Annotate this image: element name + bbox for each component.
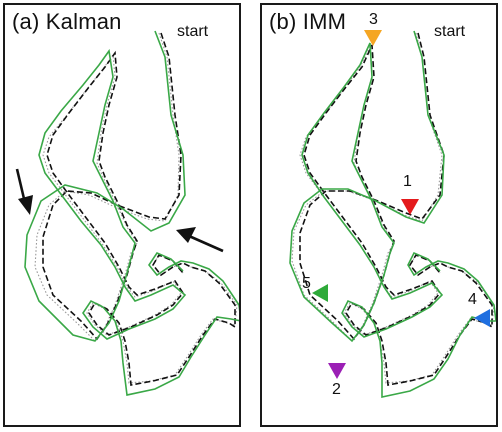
truth-track <box>299 32 493 386</box>
marker-4-label: 4 <box>468 291 477 308</box>
start-label: start <box>177 23 209 40</box>
panel-a-title: (a) Kalman <box>12 9 122 34</box>
arrow-down-icon <box>15 168 33 215</box>
panel-b-title: (b) IMM <box>269 9 347 34</box>
arrow-left-icon <box>176 227 224 253</box>
start-label: start <box>434 23 466 40</box>
imm-estimate-track <box>289 30 496 398</box>
marker-3-label: 3 <box>369 11 378 28</box>
imm-trajectory-plot <box>289 30 496 398</box>
marker-5-label: 5 <box>302 275 311 292</box>
marker-2-label: 2 <box>332 381 341 398</box>
panel-kalman: (a) Kalman start <box>3 3 241 427</box>
panel-imm: (b) IMM start 1 2 3 4 5 <box>260 3 498 427</box>
kalman-estimate-track <box>24 30 239 396</box>
marker-1-label: 1 <box>403 173 412 190</box>
measurement-track <box>34 32 238 384</box>
kalman-trajectory-plot <box>15 30 239 396</box>
truth-track <box>42 32 236 386</box>
